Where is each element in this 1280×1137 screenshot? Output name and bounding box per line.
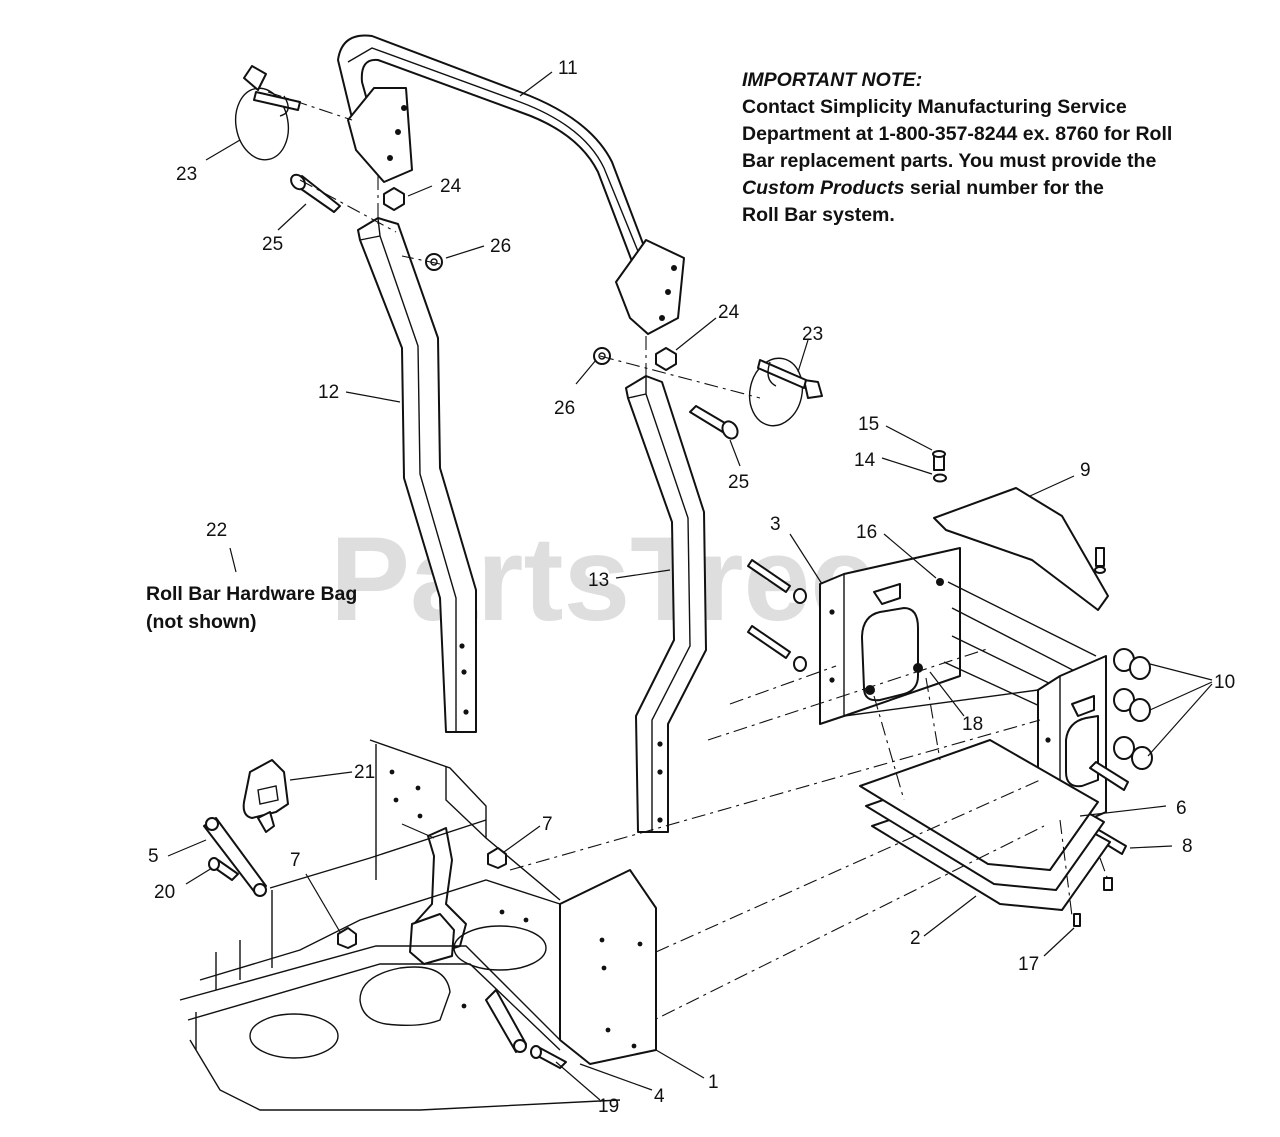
callout-10: 10 [1214, 672, 1235, 693]
callout-22: 22 [206, 520, 227, 541]
bolt-left-part-25 [290, 173, 341, 213]
note-line-3: Bar replacement parts. You must provide … [742, 150, 1156, 172]
callout-11: 11 [558, 58, 578, 79]
tractor-frame-part-1 [179, 739, 657, 1111]
hitch-pin-left-part-23 [234, 65, 301, 161]
callout-labels: 11 23 24 25 26 12 22 24 23 26 25 15 14 9… [148, 58, 1235, 1117]
callout-3: 3 [770, 514, 781, 535]
callout-19: 19 [598, 1096, 619, 1117]
callout-24-left: 24 [440, 176, 462, 197]
note-line-4-rest: serial number for the [905, 177, 1105, 199]
callout-18: 18 [962, 714, 983, 735]
callout-16: 16 [856, 522, 877, 543]
hardware-bag-note: Roll Bar Hardware Bag (not shown) [146, 583, 357, 633]
callout-8: 8 [1182, 836, 1193, 857]
callout-25-right: 25 [728, 472, 749, 493]
lower-bracket-part-4 [485, 989, 527, 1053]
washer-part-14 [933, 473, 947, 483]
callout-15: 15 [858, 414, 879, 435]
nut-part-7-upper [487, 847, 507, 869]
callout-12: 12 [318, 382, 339, 403]
hardware-bag-line-2: (not shown) [146, 611, 256, 633]
callout-23-right: 23 [802, 324, 823, 345]
bolt-part-20 [208, 857, 239, 881]
note-line-2: Department at 1-800-357-8244 ex. 8760 fo… [742, 123, 1172, 145]
housing-lid-part-9 [933, 487, 1109, 611]
callout-13: 13 [588, 570, 609, 591]
bolt-right-part-25 [689, 405, 739, 440]
nut-left-part-24 [383, 187, 405, 211]
callout-1: 1 [708, 1072, 719, 1093]
screws-part-17 [1073, 877, 1113, 927]
note-line-5: Roll Bar system. [742, 204, 895, 226]
left-upright-part-12 [357, 217, 477, 733]
callout-14: 14 [854, 450, 876, 471]
bolt-part-19 [530, 1045, 567, 1069]
callout-5: 5 [148, 846, 159, 867]
note-line-4: Custom Products serial number for the [742, 177, 1104, 199]
note-heading: IMPORTANT NOTE: [742, 69, 922, 91]
important-note: IMPORTANT NOTE: Contact Simplicity Manuf… [742, 69, 1172, 226]
leader-lines [167, 71, 1213, 1101]
callout-26-right: 26 [554, 398, 575, 419]
callout-17: 17 [1018, 954, 1039, 975]
callout-7-lower: 7 [290, 850, 301, 871]
mounting-plate-part-2 [859, 739, 1111, 911]
seat-belt-buckle-part-21 [242, 759, 289, 833]
callout-23-left: 23 [176, 164, 197, 185]
nut-right-part-24 [655, 347, 677, 371]
strap-bracket-part-5 [203, 817, 267, 897]
note-line-4-italic: Custom Products [742, 177, 905, 199]
nut-part-7-lower [337, 927, 357, 949]
note-line-1: Contact Simplicity Manufacturing Service [742, 96, 1127, 118]
callout-4: 4 [654, 1086, 665, 1107]
bolt-part-15 [932, 450, 946, 471]
callout-6: 6 [1176, 798, 1187, 819]
callout-2: 2 [910, 928, 921, 949]
callout-24-right: 24 [718, 302, 740, 323]
lid-screw [1094, 547, 1106, 574]
hitch-pin-right-part-23 [748, 357, 823, 427]
roll-bar-top-part-11 [337, 34, 685, 335]
callout-25-left: 25 [262, 234, 283, 255]
callout-26-left: 26 [490, 236, 511, 257]
hardware-bag-line-1: Roll Bar Hardware Bag [146, 583, 357, 605]
callout-7-upper: 7 [542, 814, 553, 835]
locknut-left-part-26 [425, 253, 443, 271]
callout-20: 20 [154, 882, 175, 903]
callout-21: 21 [354, 762, 375, 783]
plug-caps-part-10 [1113, 648, 1153, 770]
right-upright-part-13 [625, 375, 707, 833]
callout-9: 9 [1080, 460, 1091, 481]
seat-belt-strap [409, 827, 467, 965]
